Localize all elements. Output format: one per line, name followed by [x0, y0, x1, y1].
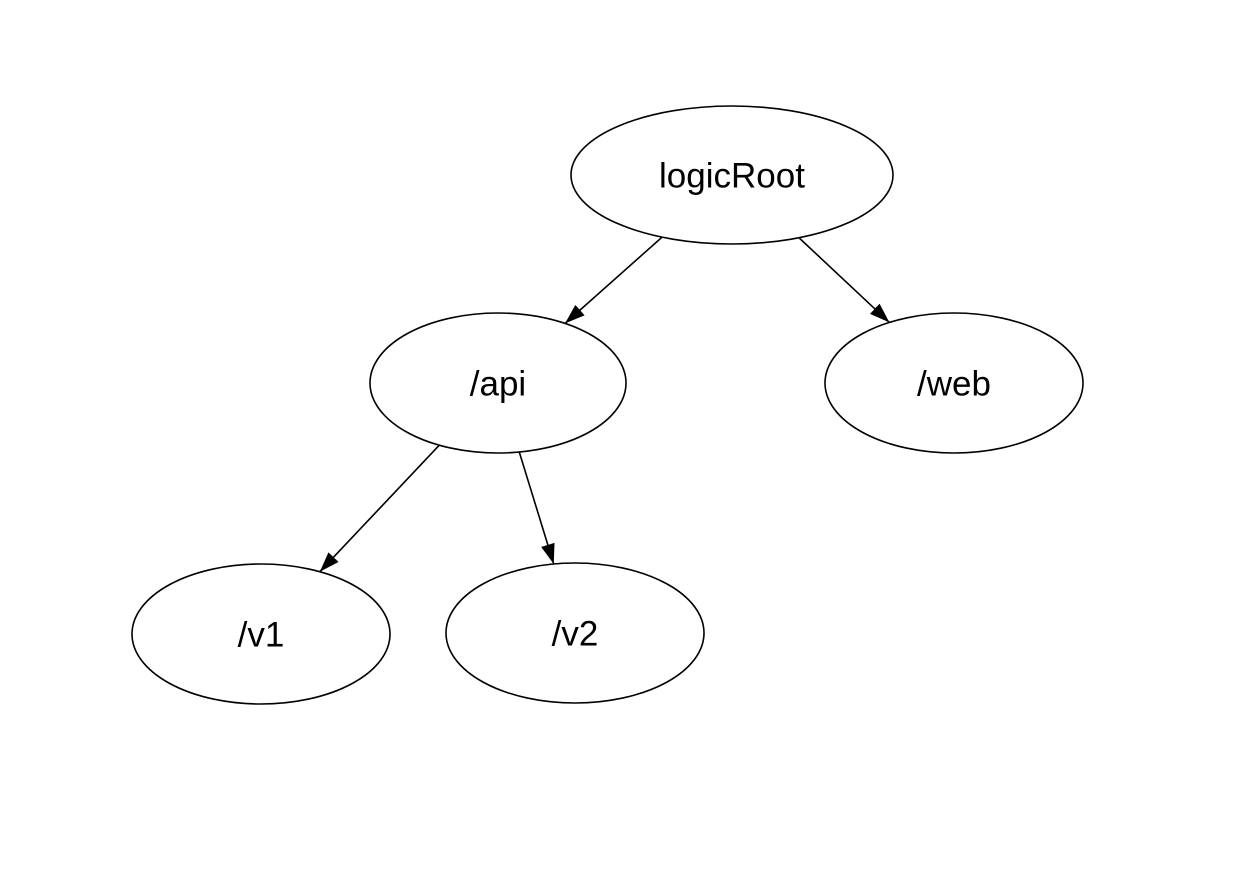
- node-web: /web: [824, 312, 1084, 454]
- node-label: /v2: [552, 614, 599, 653]
- node-label: /api: [470, 364, 526, 403]
- node-label: /web: [917, 364, 991, 403]
- edge-logicRoot-api: [564, 236, 663, 324]
- node-ellipse: [824, 312, 1084, 454]
- node-label: logicRoot: [659, 156, 805, 195]
- node-ellipse: [369, 312, 627, 454]
- node-logicRoot: logicRoot: [570, 105, 894, 245]
- node-v2: /v2: [445, 562, 705, 704]
- node-ellipse: [445, 562, 705, 704]
- node-label: /v1: [238, 615, 285, 654]
- node-ellipse: [131, 563, 391, 705]
- edge-api-v2: [518, 451, 555, 565]
- node-v1: /v1: [131, 563, 391, 705]
- edge-api-v1: [319, 444, 440, 573]
- edge-logicRoot-web: [798, 237, 890, 324]
- node-ellipse: [570, 105, 894, 245]
- node-api: /api: [369, 312, 627, 454]
